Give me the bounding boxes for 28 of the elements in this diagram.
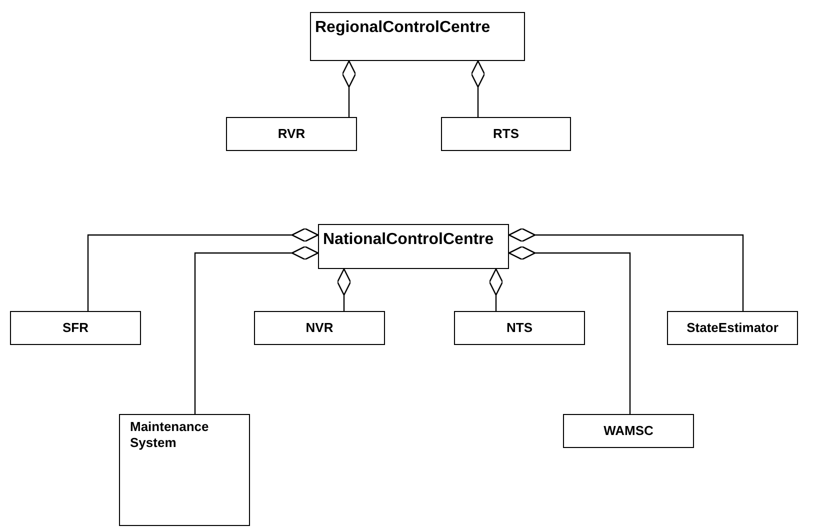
class-name: RVR [278, 126, 306, 142]
aggregation-connector [342, 60, 356, 117]
class-box [10, 311, 141, 345]
class-name: NationalControlCentre [323, 230, 494, 250]
aggregation-connector [336, 268, 352, 311]
class-box [318, 224, 509, 269]
aggregation-connector [508, 246, 631, 414]
class-box [441, 117, 571, 151]
class-name: Maintenance System [130, 419, 210, 451]
class-name: RTS [493, 126, 519, 142]
aggregation-connector [488, 268, 504, 311]
class-name: StateEstimator [686, 320, 778, 336]
aggregation-connector [194, 246, 319, 414]
class-name: WAMSC [604, 423, 654, 439]
class-name: NTS [506, 320, 532, 336]
class-box [563, 414, 694, 448]
class-name: RegionalControlCentre [315, 18, 490, 38]
class-name: SFR [62, 320, 88, 336]
class-box [226, 117, 357, 151]
class-box [119, 414, 250, 526]
class-box [667, 311, 798, 345]
aggregation-connector [508, 228, 744, 311]
class-box [254, 311, 385, 345]
class-box [310, 12, 525, 61]
aggregation-connector [87, 228, 319, 311]
class-box [454, 311, 585, 345]
aggregation-connector [470, 60, 486, 117]
class-name: NVR [306, 320, 334, 336]
